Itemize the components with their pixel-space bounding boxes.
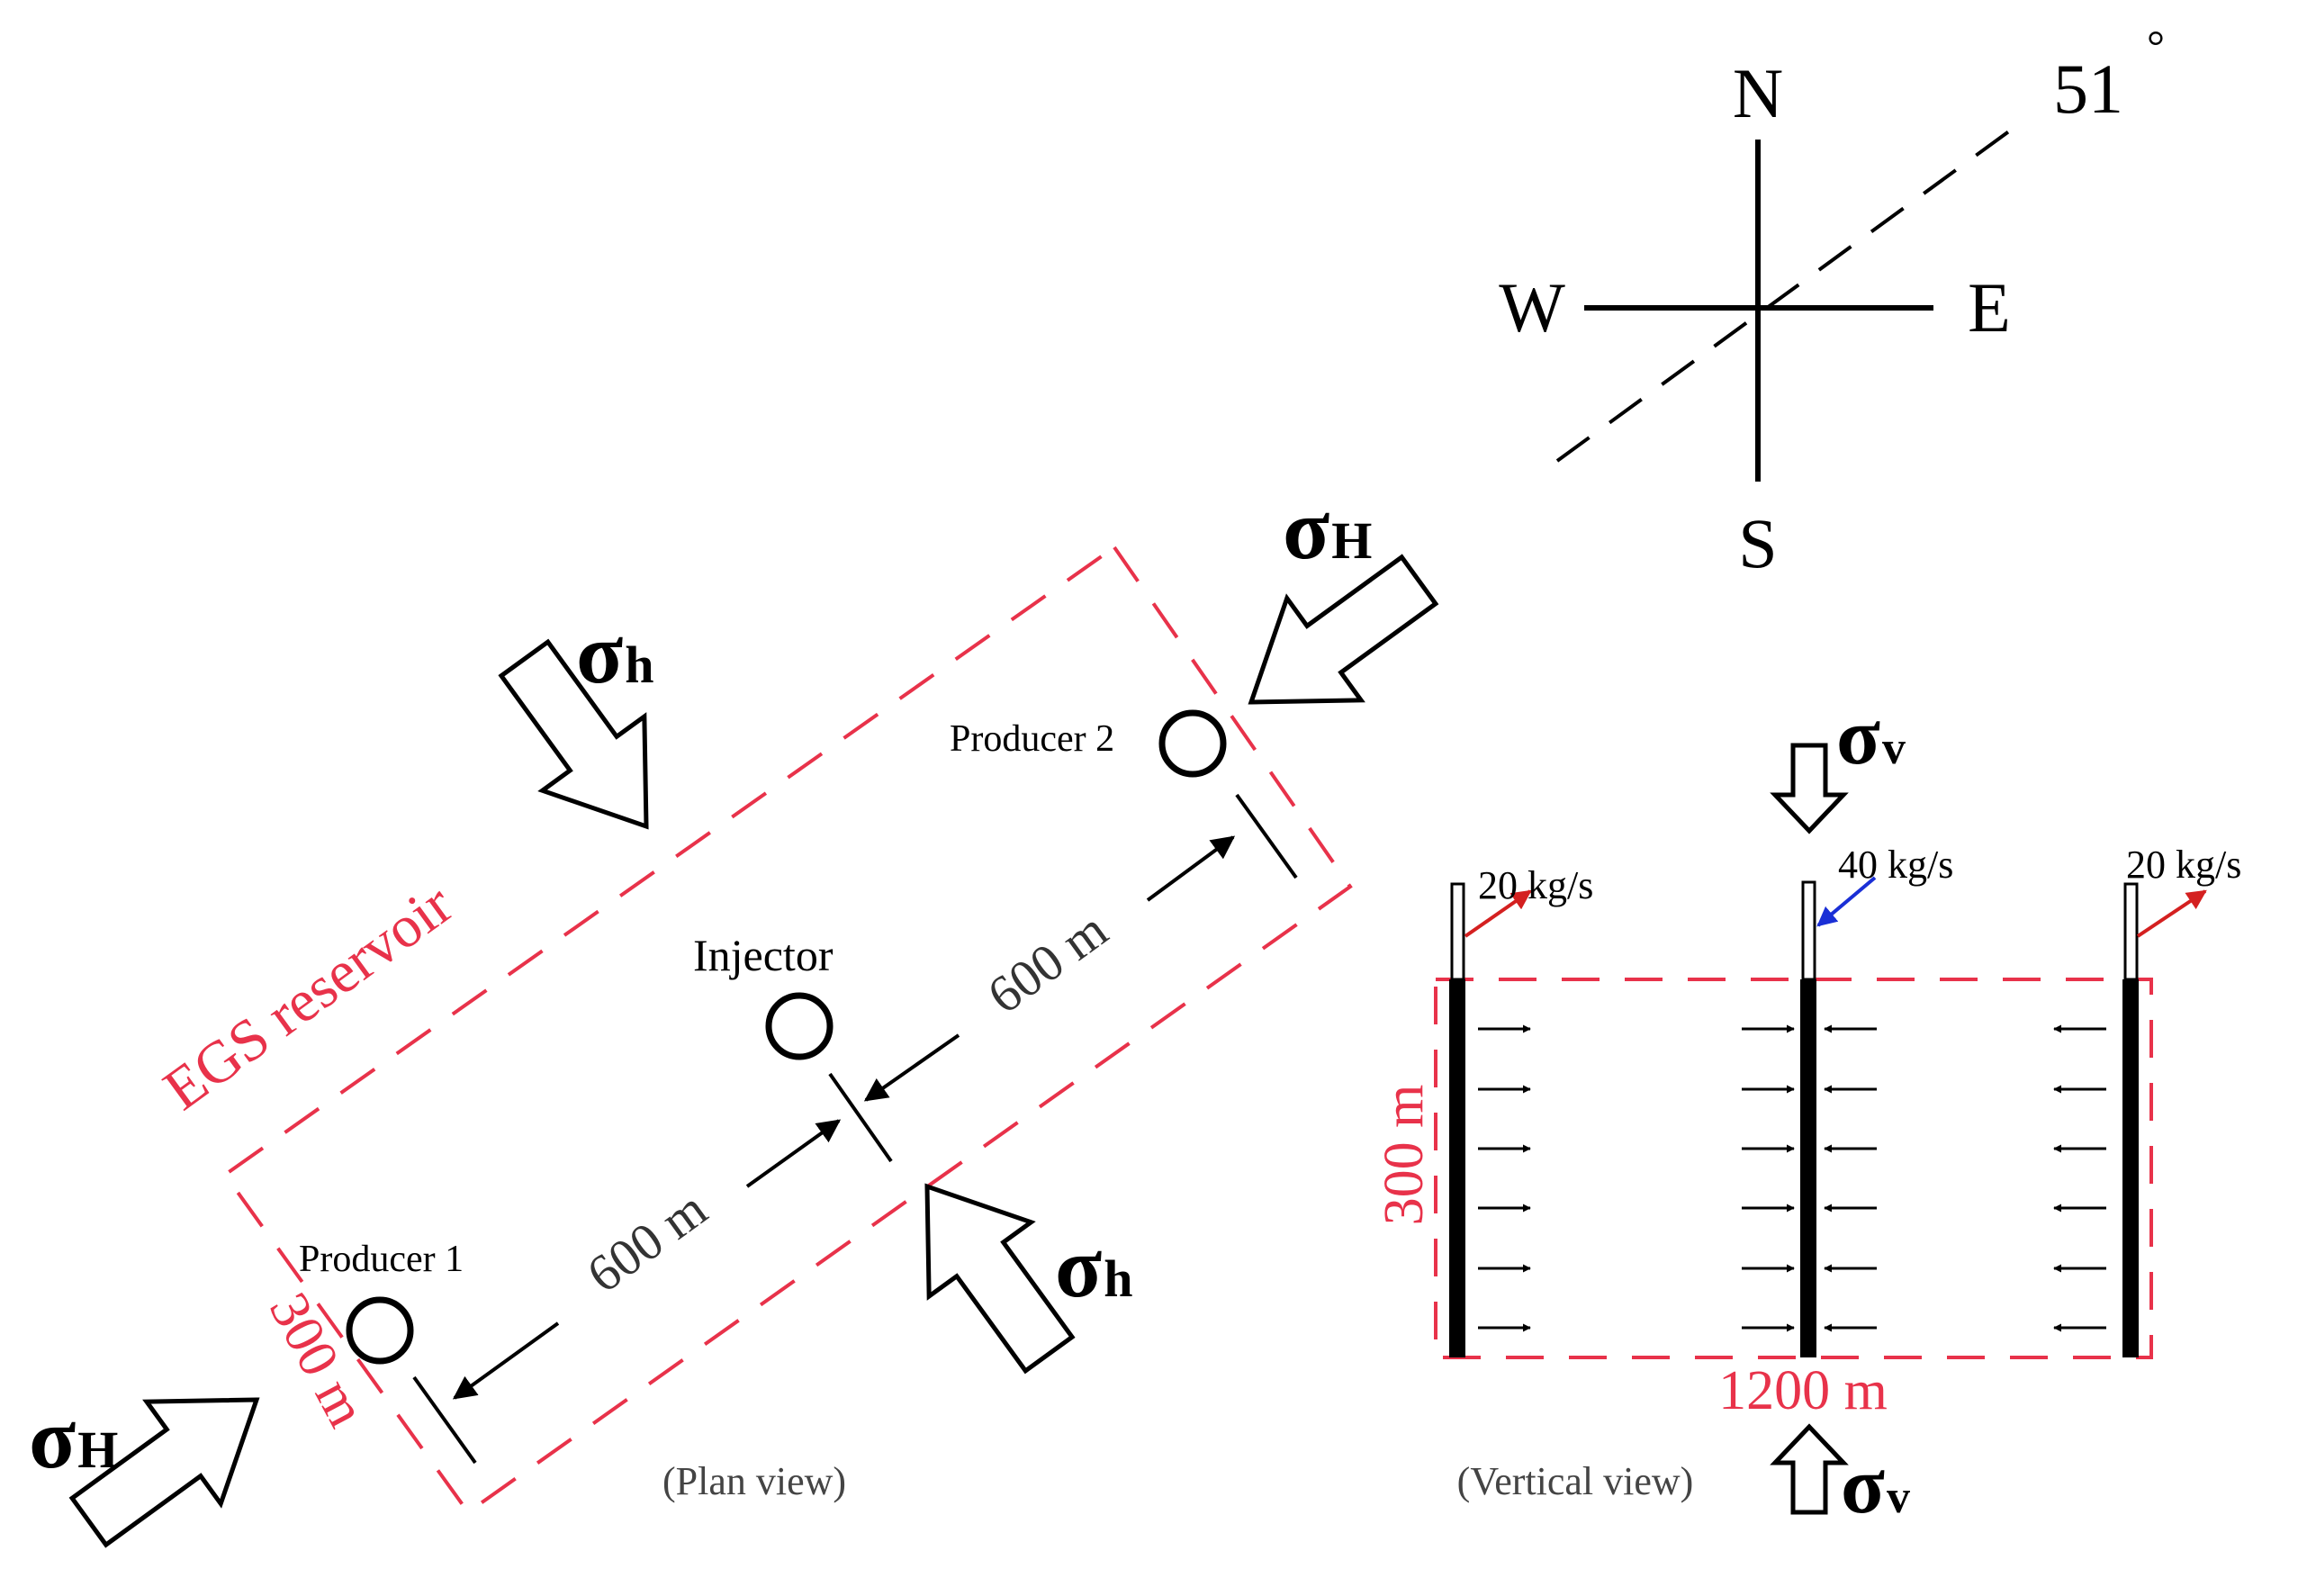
- plan-view: Producer 2 Injector Producer 1 600 m 600…: [29, 481, 1455, 1573]
- right-production-arrow: [2136, 889, 2207, 938]
- compass-51-degree-line: [1555, 124, 2018, 463]
- compass-west: W: [1499, 268, 1565, 347]
- compass-north: N: [1733, 54, 1783, 132]
- sigma-v-top-label: σv: [1836, 692, 1906, 781]
- vertical-view-caption: (Vertical view): [1457, 1459, 1694, 1503]
- left-well-open-hole: [1449, 979, 1465, 1357]
- sigma-h-upper-label: σh: [576, 605, 653, 701]
- spacing-lower-arrow-to-producer-1: [452, 1321, 560, 1400]
- sigma-H-lower-label: σH: [29, 1390, 118, 1486]
- right-rate-label: 20 kg/s: [2126, 843, 2241, 887]
- vertical-length-label: 1200 m: [1718, 1360, 1888, 1421]
- injector-tick: [828, 1072, 893, 1163]
- sigma-H-upper-label: σH: [1283, 481, 1372, 577]
- producer-1-label: Producer 1: [299, 1239, 464, 1280]
- left-well-casing: [1450, 882, 1465, 981]
- spacing-lower-label: 600 m: [576, 1179, 717, 1304]
- spacing-lower-arrow-to-injector: [745, 1119, 842, 1188]
- producer-1-wellbore: [346, 1296, 414, 1365]
- producer-2-wellbore: [1158, 709, 1227, 778]
- center-rate-label: 40 kg/s: [1838, 843, 1953, 887]
- spacing-upper-arrow-to-injector: [863, 1033, 960, 1102]
- compass-degree-mark: °: [2147, 21, 2165, 71]
- center-injection-arrow: [1816, 876, 1877, 927]
- vertical-height-label: 300 m: [1374, 1085, 1435, 1226]
- injector-wellbore: [765, 992, 834, 1060]
- flow-arrows: [1478, 1024, 2106, 1332]
- left-production-arrow: [1464, 889, 1532, 938]
- reservoir-label: EGS reservoir: [152, 871, 464, 1123]
- right-well-casing: [2123, 882, 2139, 981]
- injector-label: Injector: [693, 930, 834, 980]
- sigma-v-top-arrow: [1775, 745, 1843, 831]
- spacing-upper-arrow-to-producer-2: [1146, 835, 1236, 902]
- compass: N S E W 51 °: [1499, 21, 2165, 582]
- compass-south: S: [1738, 504, 1777, 582]
- vertical-view: 20 kg/s 40 kg/s 20 kg/s 300 m 1200 m (Ve…: [1374, 692, 2241, 1530]
- compass-angle: 51: [2053, 50, 2123, 128]
- right-well-open-hole: [2122, 979, 2139, 1357]
- center-well-open-hole: [1800, 979, 1816, 1357]
- vertical-reservoir-outline: [1434, 978, 2153, 1359]
- compass-east: E: [1968, 268, 2011, 347]
- sigma-v-bottom-arrow: [1775, 1427, 1843, 1512]
- producer-2-tick: [1235, 793, 1298, 879]
- producer-1-tick: [412, 1375, 477, 1465]
- sigma-v-bottom-label: σv: [1841, 1441, 1910, 1530]
- producer-2-label: Producer 2: [950, 718, 1114, 760]
- sigma-h-lower-label: σh: [1055, 1219, 1132, 1315]
- plan-reservoir-outline: [222, 545, 1353, 1515]
- left-rate-label: 20 kg/s: [1478, 863, 1593, 907]
- spacing-upper-label: 600 m: [977, 900, 1118, 1025]
- center-well-casing: [1801, 880, 1816, 981]
- plan-view-caption: (Plan view): [662, 1459, 846, 1503]
